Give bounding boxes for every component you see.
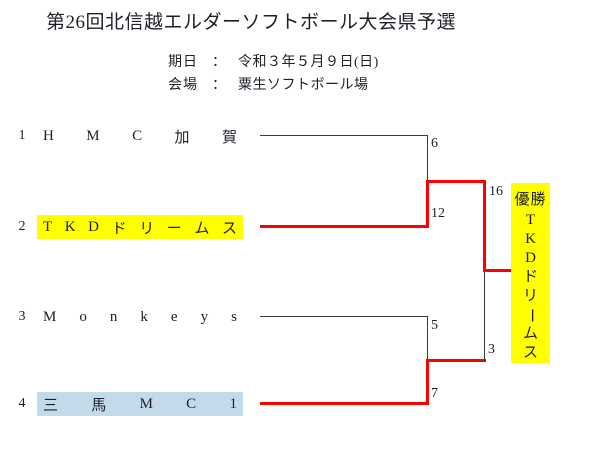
score-semifinal1-top: 6 [431, 136, 438, 151]
team4-line [260, 402, 428, 405]
final-vertical-bottom [484, 270, 485, 362]
date-colon: ： [212, 55, 226, 70]
team2-line [260, 225, 428, 228]
page-title: 第26回北信越エルダーソフトボール大会県予選 [46, 12, 457, 33]
venue-label: 会場 [168, 78, 198, 93]
date-label: 期日 [168, 55, 198, 70]
semifinal1-vertical-bottom [426, 180, 429, 228]
seed-number: 3 [18, 309, 26, 324]
seed-number: 2 [18, 219, 26, 234]
venue-colon: ： [212, 78, 226, 93]
score-final-bottom: 3 [488, 342, 495, 357]
venue-value: 粟生ソフトボール場 [238, 78, 369, 93]
score-final-top: 16 [489, 184, 503, 199]
team3-line [260, 316, 428, 317]
semifinal2-vertical-top [427, 316, 428, 360]
date-value: 令和３年５月９日(日) [238, 55, 379, 70]
team1-line [260, 135, 428, 136]
final-vertical-top [483, 180, 486, 270]
score-semifinal2-top: 5 [431, 318, 438, 333]
semifinal1-vertical-top [427, 135, 428, 181]
semifinal1-winner-line [426, 180, 486, 183]
champion-label: 優勝 [514, 192, 547, 208]
score-semifinal1-bottom: 12 [431, 206, 445, 221]
semifinal2-winner-line [426, 359, 486, 362]
seed-number: 1 [18, 128, 26, 143]
semifinal2-vertical-bottom [426, 359, 429, 405]
champion-line [483, 269, 511, 272]
score-semifinal2-bottom: 7 [431, 386, 438, 401]
seed-number: 4 [18, 396, 26, 411]
